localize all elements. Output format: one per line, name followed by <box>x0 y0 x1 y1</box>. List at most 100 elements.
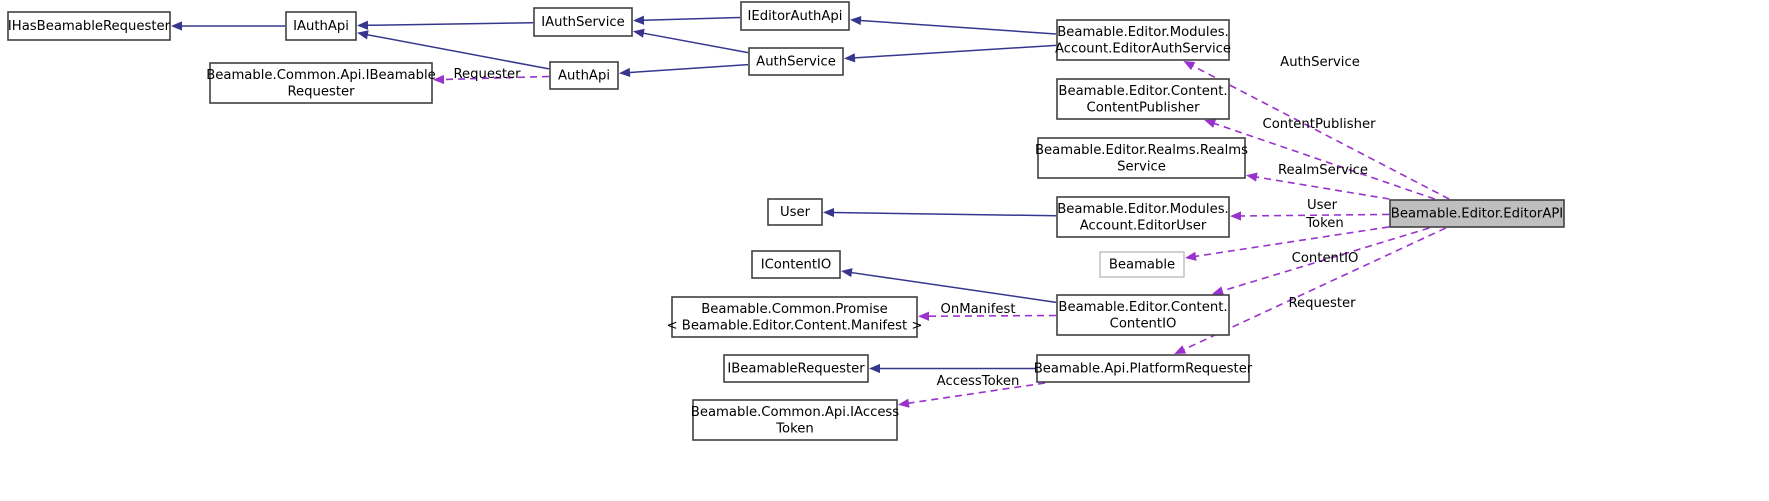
usage-edge-authapi-to-beamablecommonapiibeamablerequester-arrowhead <box>433 74 445 85</box>
node-rect <box>767 198 823 226</box>
node-label: AuthApi <box>558 69 610 84</box>
edge-label-token-label: Token <box>1305 216 1344 231</box>
node-ibeamablerequester[interactable]: IBeamableRequester <box>723 354 869 383</box>
node-rect <box>723 354 869 383</box>
inheritance-edge-authservice-to-authapi-arrowhead <box>619 67 631 78</box>
node-rect <box>671 296 918 338</box>
node-rect <box>1056 78 1230 120</box>
usage-edge-editorapi-to-beamable-line <box>1195 226 1390 258</box>
usage-edge-authapi-to-beamablecommonapiibeamablerequester-line <box>443 75 550 81</box>
nodes-layer: IHasBeamableRequester IAuthApi IAuthServic… <box>7 1 1565 441</box>
node-label: Account.EditorUser <box>1080 218 1207 233</box>
edge-label-accesstoken-label: AccessToken <box>937 374 1020 389</box>
usage-edge-editorapi-to-contentio-arrowhead <box>1212 286 1224 296</box>
node-label: Beamable.Common.Promise <box>701 302 888 317</box>
edge-label-contentpublisher-label: ContentPublisher <box>1263 117 1377 132</box>
usage-edge-editorapi-to-contentio-line <box>1221 227 1430 292</box>
node-label: IBeamableRequester <box>727 362 865 377</box>
node-ihasbeamablerequester[interactable]: IHasBeamableRequester <box>7 11 171 41</box>
usage-edge-editorapi-to-realmsservice-arrowhead <box>1246 172 1258 182</box>
node-contentio[interactable]: Beamable.Editor.Content.ContentIO <box>1056 294 1230 336</box>
node-ieditorauthapi[interactable]: IEditorAuthApi <box>740 1 850 31</box>
node-label: Beamable <box>1109 258 1175 273</box>
node-rect <box>549 61 619 90</box>
edges-layer <box>171 15 1450 408</box>
node-editorauthservice[interactable]: Beamable.Editor.Modules.Account.EditorAu… <box>1055 19 1231 61</box>
inheritance-edge-authservice-to-authapi-line <box>629 63 749 74</box>
node-label: Beamable.Editor.Content. <box>1058 84 1227 99</box>
node-editoruser[interactable]: Beamable.Editor.Modules.Account.EditorUs… <box>1056 196 1230 238</box>
usage-edge-contentio-to-promisemanifest-line <box>928 314 1057 318</box>
inheritance-edge-contentio-to-icontentio-arrowhead <box>841 268 853 278</box>
edge-label-contentio-label: ContentIO <box>1292 251 1359 266</box>
node-label: < Beamable.Editor.Content.Manifest > <box>667 318 923 333</box>
node-rect <box>1056 19 1230 61</box>
node-label: IAuthService <box>541 15 625 30</box>
node-user[interactable]: User <box>767 198 823 226</box>
usage-edge-editorapi-to-editorauthservice-arrowhead <box>1183 61 1196 71</box>
node-contentpublisher[interactable]: Beamable.Editor.Content.ContentPublisher <box>1056 78 1230 120</box>
usage-edge-platformrequester-to-iaccesstoken-arrowhead <box>898 398 910 408</box>
node-rect <box>1099 251 1185 278</box>
node-label: IHasBeamableRequester <box>8 19 171 34</box>
node-rect <box>285 11 357 41</box>
inheritance-edge-iauthservice-to-iauthapi-arrowhead <box>357 20 369 30</box>
node-label: Service <box>1117 159 1166 174</box>
node-platformrequester[interactable]: Beamable.Api.PlatformRequester <box>1034 354 1253 383</box>
node-label: Account.EditorAuthService <box>1055 41 1231 56</box>
node-beamable[interactable]: Beamable <box>1099 251 1185 278</box>
node-rect <box>1389 199 1565 228</box>
usage-edge-editorapi-to-beamable-arrowhead <box>1185 251 1197 261</box>
inheritance-edge-iauthservice-to-iauthapi-line <box>367 22 534 27</box>
usage-edge-editorapi-to-realmsservice-line <box>1256 176 1390 200</box>
usage-edge-editorapi-to-editoruser-arrowhead <box>1230 211 1242 221</box>
node-label: Beamable.Editor.Modules. <box>1057 202 1229 217</box>
edge-label-requester-right: Requester <box>1288 296 1356 311</box>
usage-edge-editorapi-to-platformrequester-arrowhead <box>1174 345 1187 354</box>
node-rect <box>209 62 433 104</box>
inheritance-edge-ieditorauthapi-to-iauthservice-line <box>643 16 741 22</box>
edge-label-onmanifest-label: OnManifest <box>940 302 1015 317</box>
inheritance-edge-contentio-to-icontentio-line <box>851 271 1057 304</box>
node-icontentio[interactable]: IContentIO <box>751 250 841 279</box>
node-rect <box>1036 354 1250 383</box>
edge-label-requester-left: Requester <box>453 67 521 82</box>
node-rect <box>1056 294 1230 336</box>
inheritance-edge-editoruser-to-user-arrowhead <box>823 207 835 218</box>
inheritance-edge-ieditorauthapi-to-iauthservice-arrowhead <box>633 15 645 25</box>
node-rect <box>692 399 898 441</box>
node-label: Beamable.Api.PlatformRequester <box>1034 362 1253 377</box>
usage-edge-editorapi-to-contentpublisher-line <box>1213 122 1435 200</box>
node-label: IEditorAuthApi <box>748 9 843 24</box>
node-label: Beamable.Editor.Content. <box>1058 300 1227 315</box>
node-rect <box>533 7 633 37</box>
node-label: Token <box>775 421 814 436</box>
node-label: IContentIO <box>761 258 832 273</box>
edge-label-realmservice-label: RealmService <box>1278 163 1368 178</box>
node-label: ContentIO <box>1110 316 1177 331</box>
node-iauthservice[interactable]: IAuthService <box>533 7 633 37</box>
node-beamablecommonapiibeamablerequester[interactable]: Beamable.Common.Api.IBeamableRequester <box>206 62 436 104</box>
edge-labels-layer: RequesterAuthServiceContentPublisherReal… <box>453 55 1376 389</box>
node-rect <box>7 11 171 41</box>
node-label: Requester <box>287 84 355 99</box>
node-authservice[interactable]: AuthService <box>748 47 844 76</box>
node-iauthapi[interactable]: IAuthApi <box>285 11 357 41</box>
node-rect <box>740 1 850 31</box>
node-label: ContentPublisher <box>1087 100 1201 115</box>
inheritance-edge-authapi-to-iauthapi-arrowhead <box>357 30 369 40</box>
node-promisemanifest[interactable]: Beamable.Common.Promise< Beamable.Editor… <box>667 296 923 338</box>
node-rect <box>1056 196 1230 238</box>
usage-edge-editorapi-to-contentpublisher-arrowhead <box>1204 119 1217 128</box>
node-label: Beamable.Editor.Realms.Realms <box>1035 143 1248 158</box>
node-rect <box>751 250 841 279</box>
node-rect <box>748 47 844 76</box>
node-authapi[interactable]: AuthApi <box>549 61 619 90</box>
node-editorapi[interactable]: Beamable.Editor.EditorAPI <box>1389 199 1565 228</box>
node-label: Beamable.Editor.Modules. <box>1057 25 1229 40</box>
inheritance-edge-authapi-to-iauthapi-line <box>367 33 550 70</box>
